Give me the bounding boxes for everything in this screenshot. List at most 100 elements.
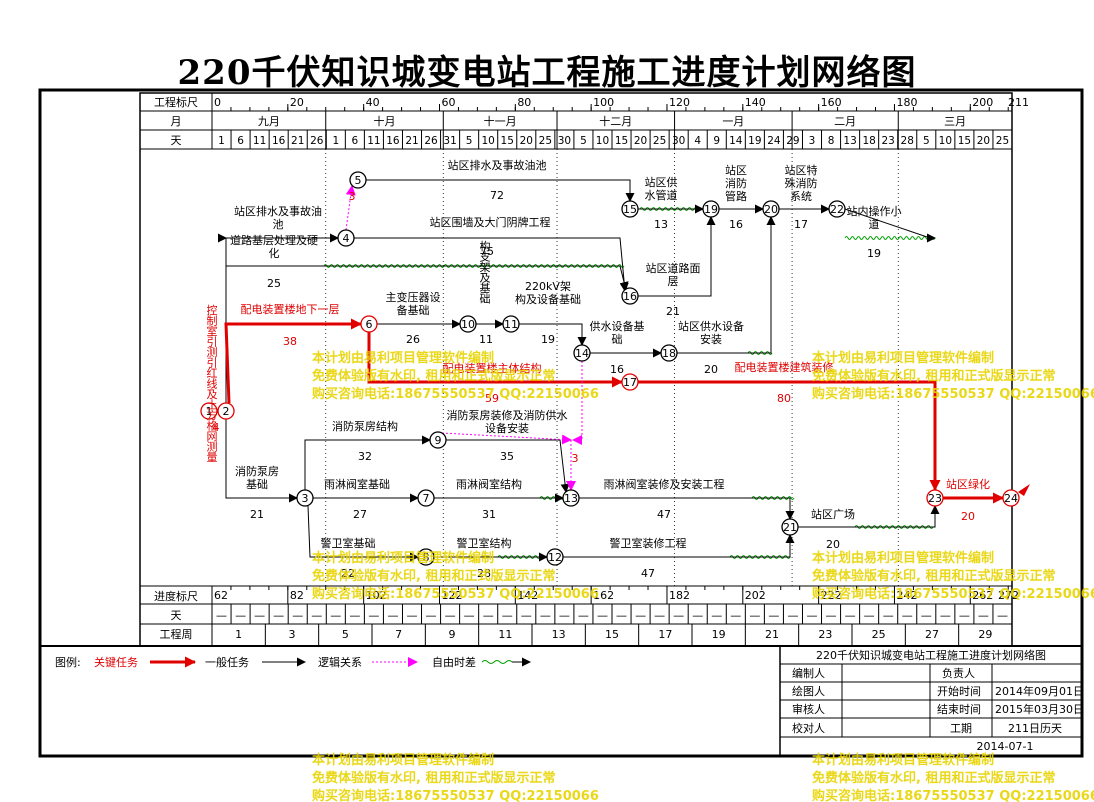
task-label-char: 架 [480,261,491,274]
node-16 [621,287,639,305]
task-label-char: 格 [207,419,218,433]
task-duration: 19 [867,247,881,260]
node-3 [296,489,314,507]
node-20 [762,200,780,218]
task-label: 主变压器设 [386,290,441,304]
task-28: 站区绿化 20 [946,477,990,523]
scale-tick: 100 [593,96,614,109]
day-cell: 15 [501,135,514,147]
footer-day-cell: — [883,609,894,622]
node-11 [502,315,520,333]
footer-day-cell: — [768,609,779,622]
scale-tick: 140 [745,96,766,109]
footer-day-cell: — [864,609,875,622]
day-cell: 23 [882,135,895,147]
node-label-23: 23 [928,492,942,505]
footer-day-cell: — [921,609,932,622]
task-label-char: 土 [207,399,218,412]
task-label: 配电装置楼建筑装修 [735,360,834,374]
task-duration: 59 [485,392,499,405]
legend: 图例: 关键任务 一般任务 逻辑关系 自由时差 [55,655,531,669]
progress-tick: 162 [593,589,614,602]
legend-float-label: 自由时差 [432,655,476,669]
footer-day-cell: — [254,609,265,622]
footer-day-cell: — [235,609,246,622]
day-cell: 21 [291,135,304,147]
day-cell: 15 [615,135,628,147]
task-label-char: 构 [480,239,491,253]
task-arrow [441,432,572,445]
task-arrow [638,380,941,491]
month-cell: 九月 [258,115,280,128]
task-duration: 17 [794,218,808,231]
day-cell: 10 [596,135,609,147]
day-cell: 8 [828,135,835,147]
footer-day-cell: — [407,609,418,622]
task-1: 站区排水及事故油池 [234,204,322,231]
footer-day-cell: — [597,609,608,622]
task-label: 站内操作小 [847,204,902,218]
info-title: 220千伏知识城变电站工程施工进度计划网络图 [816,648,1046,662]
task-duration: 20 [704,363,718,376]
task-label: 警卫室装修工程 [610,536,687,550]
task-label: 站区绿化 [946,477,990,491]
task-label: 层 [668,275,679,288]
task-label: 消防 [725,176,747,190]
footer-day-cell: — [730,609,741,622]
progress-tick: 242 [896,589,917,602]
day-cell: 26 [310,135,324,147]
node-1 [200,402,218,420]
week-cell: 9 [449,628,456,641]
progress-tick: 142 [517,589,538,602]
watermark-line: 免费体验版有水印, 租用和正式版显示正常 [812,368,1055,384]
footer-day-cell: — [826,609,837,622]
week-cell: 5 [342,628,349,641]
info-end-label: 结束时间 [937,703,981,716]
watermark-line: 购买咨询电话:18675550537 QQ:22150066 [312,586,599,602]
task-label: 池 [273,218,284,231]
free-float-wave [844,236,936,240]
task-arrow [579,497,795,520]
task-label: 配电装置楼主体结构 [443,361,542,375]
task-arrow [345,185,356,231]
task-arrow [224,318,362,404]
task-label: 站区特 [785,163,818,177]
day-cell: 26 [424,135,438,147]
task-label-char: 测 [207,441,218,454]
footer-day-cell: — [978,609,989,622]
day-cell: 16 [386,135,400,147]
task-label: 警卫室结构 [457,536,512,550]
watermark-line: 本计划由易利项目管理软件编制 [312,752,494,768]
progress-tick: 62 [214,589,228,602]
task-label: 础 [612,333,623,346]
footer-day-row-label: 天 [171,609,182,622]
watermark-line: 免费体验版有水印, 租用和正式版显示正常 [812,568,1055,584]
task-duration: 11 [479,333,493,346]
node-4 [337,229,355,247]
footer-day-cell: — [654,609,665,622]
task-arrow [638,216,716,297]
day-cell: 25 [653,135,666,147]
task-duration: 20 [961,510,975,523]
progress-tick: 82 [290,589,304,602]
task-duration: 38 [283,335,297,348]
task-25: 警卫室结构 28 [457,536,512,580]
info-table: 220千伏知识城变电站工程施工进度计划网络图 编制人 负责人 绘图人 开始时间 … [779,645,1084,757]
info-period-label: 工期 [950,722,972,735]
node-label-22: 22 [830,203,844,216]
progress-row-label: 进度标尺 [154,589,198,603]
scale-tick: 120 [669,96,690,109]
week-cell: 25 [872,628,886,641]
node-label-14: 14 [575,347,589,360]
day-cell: 9 [713,135,720,147]
task-arrow [446,439,570,493]
week-cell: 29 [978,628,992,641]
footer-day-cell: — [521,609,532,622]
task-duration: 28 [477,567,491,580]
day-cell: 6 [352,135,359,147]
node-19 [702,200,720,218]
